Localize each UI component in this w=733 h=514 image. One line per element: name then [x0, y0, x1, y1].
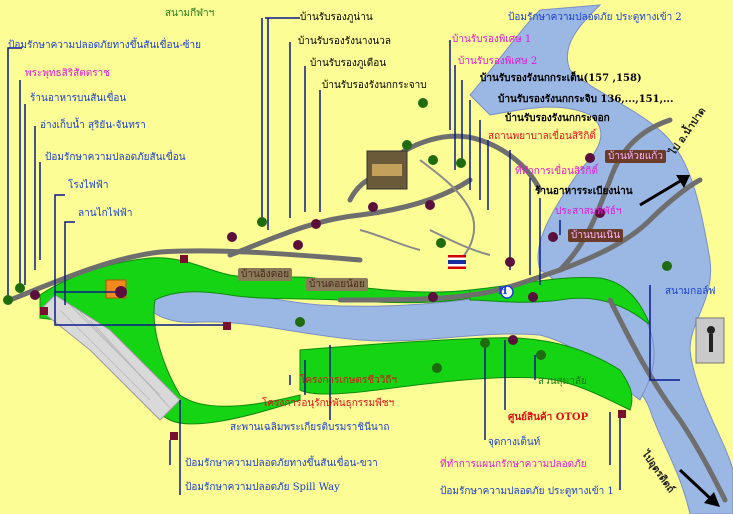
green-land-south: [299, 337, 633, 411]
label-ban-nang-nuan: บ้านรับรองรังนางนวล: [298, 36, 391, 47]
label-ban-phu-duean: บ้านรับรองภูเดือน: [310, 58, 387, 69]
label-security-office: ที่ทำการแผนกรักษาความปลอดภัย: [440, 459, 587, 470]
label-bridge: สะพานเฉลิมพระเกียรติบรมราชินีนาถ: [230, 422, 390, 433]
label-power-plant: โรงไฟฟ้า: [68, 180, 109, 191]
label-ban-rak-nan: ร้านอาหารระเบียงน่าน: [535, 186, 633, 197]
label-ban-nok-krajen: บ้านรับรองรังนกกระเต็น(157 ,158): [480, 73, 642, 84]
markers: [3, 98, 672, 440]
label-switchyard: ลานไกไฟฟ้า: [78, 208, 133, 219]
arrow-south-east: [678, 468, 720, 507]
label-ban-phu-nan: บ้านรับรองภูน่าน: [300, 12, 373, 23]
label-ban-nok-krajib: บ้านรับรองรังนกกระจิบ 136,...,151,...: [498, 94, 674, 105]
minor-roads: [359, 159, 491, 261]
label-pom-spillway: ป้อมรักษาความปลอดภัย Spill Way: [185, 482, 340, 493]
label-project-agri: โครงการเกษตรชีววิถีฯ: [300, 375, 397, 386]
label-ban-huai-kaeo: บ้านห้วยแก้ว: [605, 150, 666, 163]
label-ban-doi-noi: บ้านดอยน้อย: [306, 278, 368, 291]
label-pom-gate2: ป้อมรักษาความปลอดภัย ประตูทางเข้า 2: [508, 12, 682, 23]
label-golf: สนามกอล์ฟ: [665, 286, 716, 297]
label-restaurant-dam: ร้านอาหารบนสันเขื่อน: [30, 93, 127, 104]
label-office: ที่ทำการเขื่อนสิริกิติ์: [515, 166, 598, 177]
label-pom-dam: ป้อมรักษาความปลอดภัยสันเขื่อน: [45, 152, 186, 163]
label-ban-ing-doi: บ้านอิงดอย: [238, 268, 293, 281]
label-pom-left: ป้อมรักษาความปลอดภัยทางขึ้นสันเขื่อน-ซ้า…: [8, 40, 201, 51]
leader-lines: [7, 17, 680, 495]
reservoir-water: [469, 4, 733, 514]
label-otop: ศูนย์สินค้า OTOP: [508, 412, 589, 423]
label-ban-nok-krajap: บ้านรับรองรังนกกระจาบ: [322, 80, 427, 91]
label-project-plant: โครงการอนุรักษ์พันธุกรรมพืชฯ: [262, 398, 395, 409]
hospital-symbol: H: [498, 286, 508, 297]
label-pom-right: ป้อมรักษาความปลอดภัยทางขึ้นสันเขื่อน-ขวา: [185, 458, 378, 469]
label-hospital: สถานพยาบาลเขื่อนสิริกิติ์: [488, 131, 596, 142]
label-garden: สวนสุมาลัย: [538, 376, 587, 387]
hospital-symbol-bg: [500, 285, 514, 299]
label-ban-special2: บ้านรับรองพิเศษ 2: [458, 56, 538, 67]
label-buddha: พระพุทธสิริสัตตราช: [25, 68, 110, 79]
label-reservoir: อ่างเก็บน้ำ สุริยัน-จันทรา: [40, 120, 146, 131]
label-tent: จุดกางเต็นท์: [488, 437, 541, 448]
label-ban-bon-noen: บ้านบนเนิน: [568, 229, 624, 242]
label-ban-nok-krajok: บ้านรับรองรังนกกระจอก: [505, 113, 610, 124]
river-water: [149, 283, 655, 401]
label-museum: ประสาสมพิพัธ์ฯ: [555, 206, 622, 217]
label-sanam-kila: สนามกีฬาฯ: [165, 8, 215, 19]
label-ban-special1: บ้านรับรองพิเศษ 1: [452, 34, 532, 45]
thai-flag: [448, 255, 466, 269]
arrow-north-east: [639, 175, 690, 207]
label-pom-gate1: ป้อมรักษาความปลอดภัย ประตูทางเข้า 1: [440, 486, 614, 497]
